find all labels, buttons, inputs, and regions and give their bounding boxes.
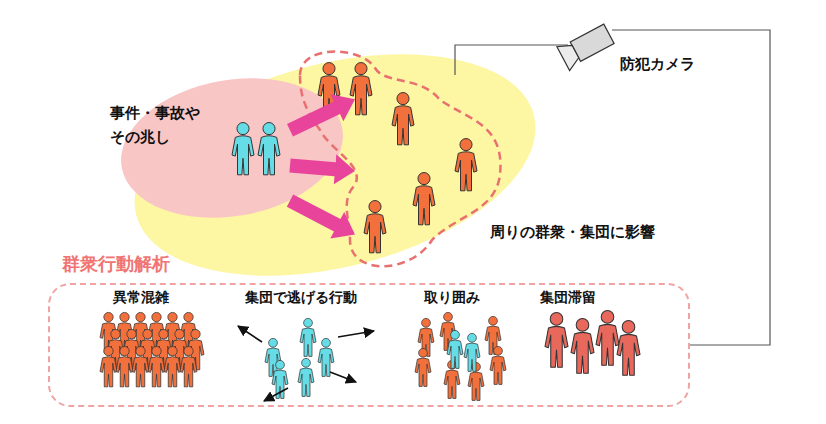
node-text: 周りの群衆・集団に影響 (490, 220, 655, 244)
person-figure (298, 358, 314, 396)
person-figure (350, 63, 372, 115)
person-figure (617, 321, 640, 376)
person-figure (164, 346, 181, 386)
area-node: 周りの群衆・集団に影響 (355, 50, 695, 255)
panel-heading: 群衆行動解析 (62, 250, 170, 279)
camera-node: 防犯カメラ (612, 30, 712, 78)
impact-arrow (287, 94, 355, 136)
node-text: 事件・事故や その兆し (110, 101, 210, 149)
person-figure (232, 123, 254, 175)
person-figure (413, 173, 435, 225)
person-figure (132, 346, 149, 386)
behavior-label: 集団で逃げる行動 (245, 289, 357, 307)
person-figure (490, 346, 506, 384)
person-figure (392, 93, 414, 145)
person-figure (447, 330, 463, 368)
behavior-label: 異常混雑 (113, 289, 169, 307)
person-figure (545, 313, 568, 368)
person-figure (464, 333, 480, 371)
person-figure (300, 318, 316, 356)
escape-arrows (238, 326, 374, 401)
impact-arrow (287, 194, 355, 238)
behavior-label: 集団滞留 (540, 289, 596, 307)
analysis-panel: 群衆行動解析 (48, 250, 690, 407)
person-figure (364, 201, 386, 253)
camera-icon (557, 22, 616, 70)
person-figure (148, 346, 165, 386)
impact-arrow (289, 154, 355, 184)
node-text: 防犯カメラ (620, 52, 695, 76)
area-node: 事件・事故や その兆し (105, 95, 290, 205)
person-figure (571, 319, 594, 374)
camera-wire (612, 30, 770, 345)
person-figure (258, 123, 280, 175)
behavior-label: 取り囲み (424, 289, 480, 307)
person-figure (180, 346, 197, 386)
person-figure (455, 139, 477, 191)
person-figure (596, 311, 619, 366)
crowd-outline (300, 52, 500, 267)
person-figure (116, 346, 133, 386)
person-figure (318, 338, 334, 376)
person-figure (100, 346, 117, 386)
person-figure (415, 348, 431, 386)
camera-mount (455, 45, 568, 75)
